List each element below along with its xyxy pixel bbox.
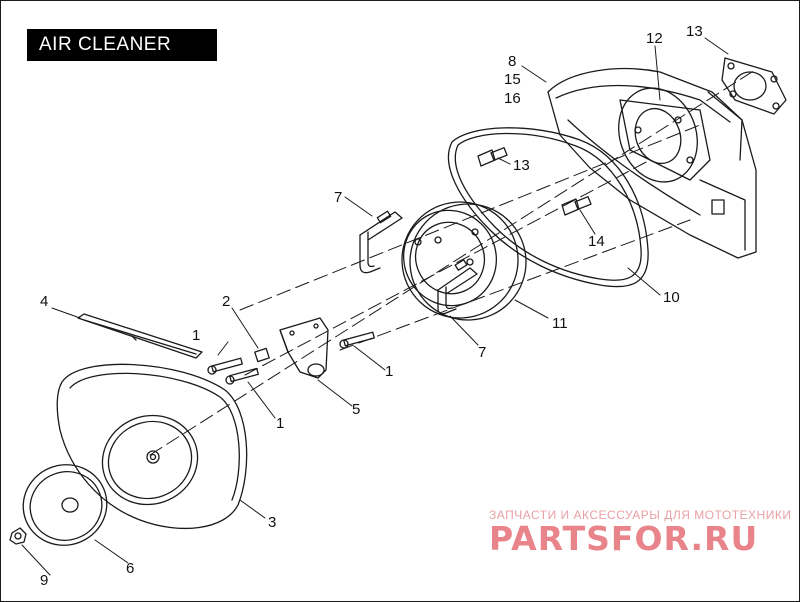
- watermark-tagline: ЗАПЧАСТИ И АКСЕССУАРЫ ДЛЯ МОТОТЕХНИКИ: [489, 508, 792, 522]
- callout-11: 9: [40, 572, 48, 589]
- callout-16: 16: [504, 90, 521, 107]
- callout-5: 5: [352, 401, 360, 418]
- callout-labels: 13 12 8 15 16 13 14 10 11 7 7 1 1 2 5 1 …: [40, 23, 703, 589]
- backplate-part-8: [547, 68, 757, 259]
- title-banner: AIR CLEANER: [27, 29, 217, 61]
- trim-strip-part-4: [77, 313, 203, 359]
- callout-2: 2: [222, 293, 230, 310]
- filter-element-part-10: [401, 201, 527, 321]
- spacer-part-2: [254, 347, 270, 363]
- diagram-title: AIR CLEANER: [39, 34, 172, 55]
- callout-8: 8: [508, 53, 516, 70]
- callout-7-upper: 7: [334, 189, 342, 206]
- nut-part-11: [9, 527, 27, 545]
- callout-1-right: 1: [385, 363, 393, 380]
- callout-7-lower: 7: [478, 344, 486, 361]
- callout-14: 13: [686, 23, 703, 40]
- bolts-part-1: [207, 331, 375, 385]
- callout-9: 10: [663, 289, 680, 306]
- leader-lines: [21, 37, 729, 576]
- cover-part-3: [56, 363, 248, 530]
- trim-plate-part-6: [22, 464, 108, 546]
- callout-3: 3: [268, 514, 276, 531]
- breather-tube-part-7-lower: [437, 259, 478, 315]
- callout-12: 12: [646, 30, 663, 47]
- bracket-part-5: [279, 317, 329, 379]
- screws-part-13: [477, 147, 592, 216]
- callout-6: 6: [126, 560, 134, 577]
- gasket-part-14: [721, 57, 787, 115]
- breather-tube-part-7-upper: [359, 210, 403, 274]
- callout-10: 11: [552, 315, 568, 332]
- callout-1-left: 1: [192, 327, 200, 344]
- callout-1-lower: 1: [276, 415, 284, 432]
- assembly-axis-lines: [149, 69, 756, 456]
- callout-4: 4: [40, 293, 48, 310]
- watermark-brand: PARTSFOR.RU: [489, 519, 759, 558]
- callout-13-lower: 14: [588, 233, 605, 250]
- callout-15: 15: [504, 71, 521, 88]
- callout-13-upper: 13: [513, 157, 530, 174]
- seal-ring-part-9: [447, 127, 649, 288]
